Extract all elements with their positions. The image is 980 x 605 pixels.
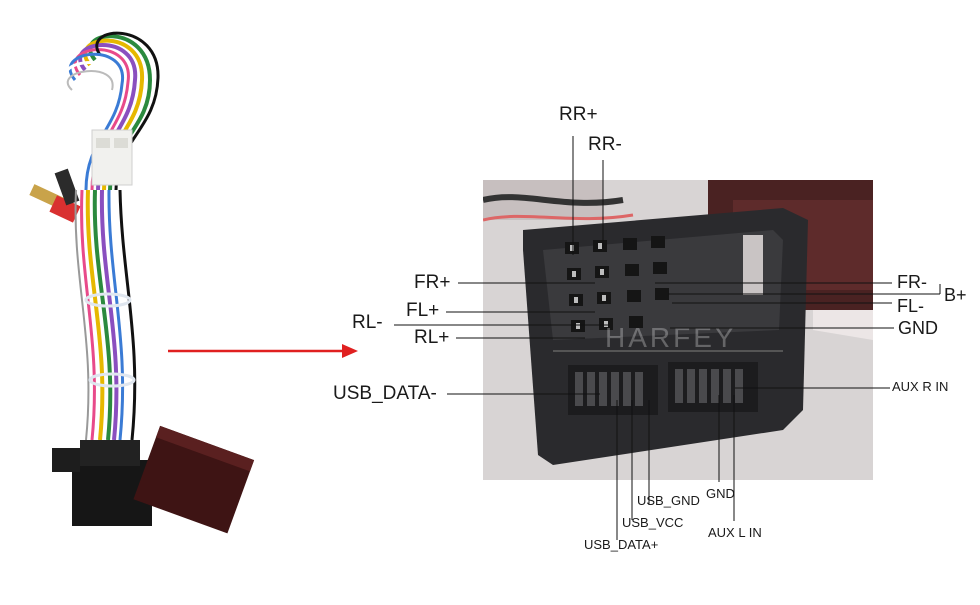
pin-label-aux-r-in: AUX R IN	[892, 379, 949, 394]
pin-label-fr-minus: FR-	[897, 272, 927, 292]
pin-label-gnd-small: GND	[706, 486, 735, 501]
pin-label-rl-minus: RL-	[352, 312, 383, 333]
pin-label-gnd: GND	[898, 318, 938, 338]
wire-harness-image	[29, 31, 255, 534]
pin-label-usb-data-plus: USB_DATA+	[584, 537, 659, 552]
pin-label-aux-l-in: AUX L IN	[708, 525, 762, 540]
pin-label-fr-plus: FR+	[414, 272, 451, 293]
pin-label-usb-vcc: USB_VCC	[622, 515, 684, 530]
pin-label-rr-minus: RR-	[588, 134, 622, 155]
pin-label-fl-plus: FL+	[406, 300, 440, 321]
pin-label-usb-data-minus: USB_DATA-	[333, 383, 437, 404]
pin-label-rl-plus: RL+	[414, 327, 450, 348]
arrow-icon	[168, 344, 358, 358]
pin-label-fl-minus: FL-	[897, 296, 924, 316]
pin-label-rr-plus: RR+	[559, 104, 598, 125]
watermark: HARFEY	[605, 322, 737, 353]
pin-label-b-plus: B+	[944, 285, 967, 305]
pin-label-usb-gnd: USB_GND	[637, 493, 700, 508]
connector-photo	[483, 180, 873, 480]
